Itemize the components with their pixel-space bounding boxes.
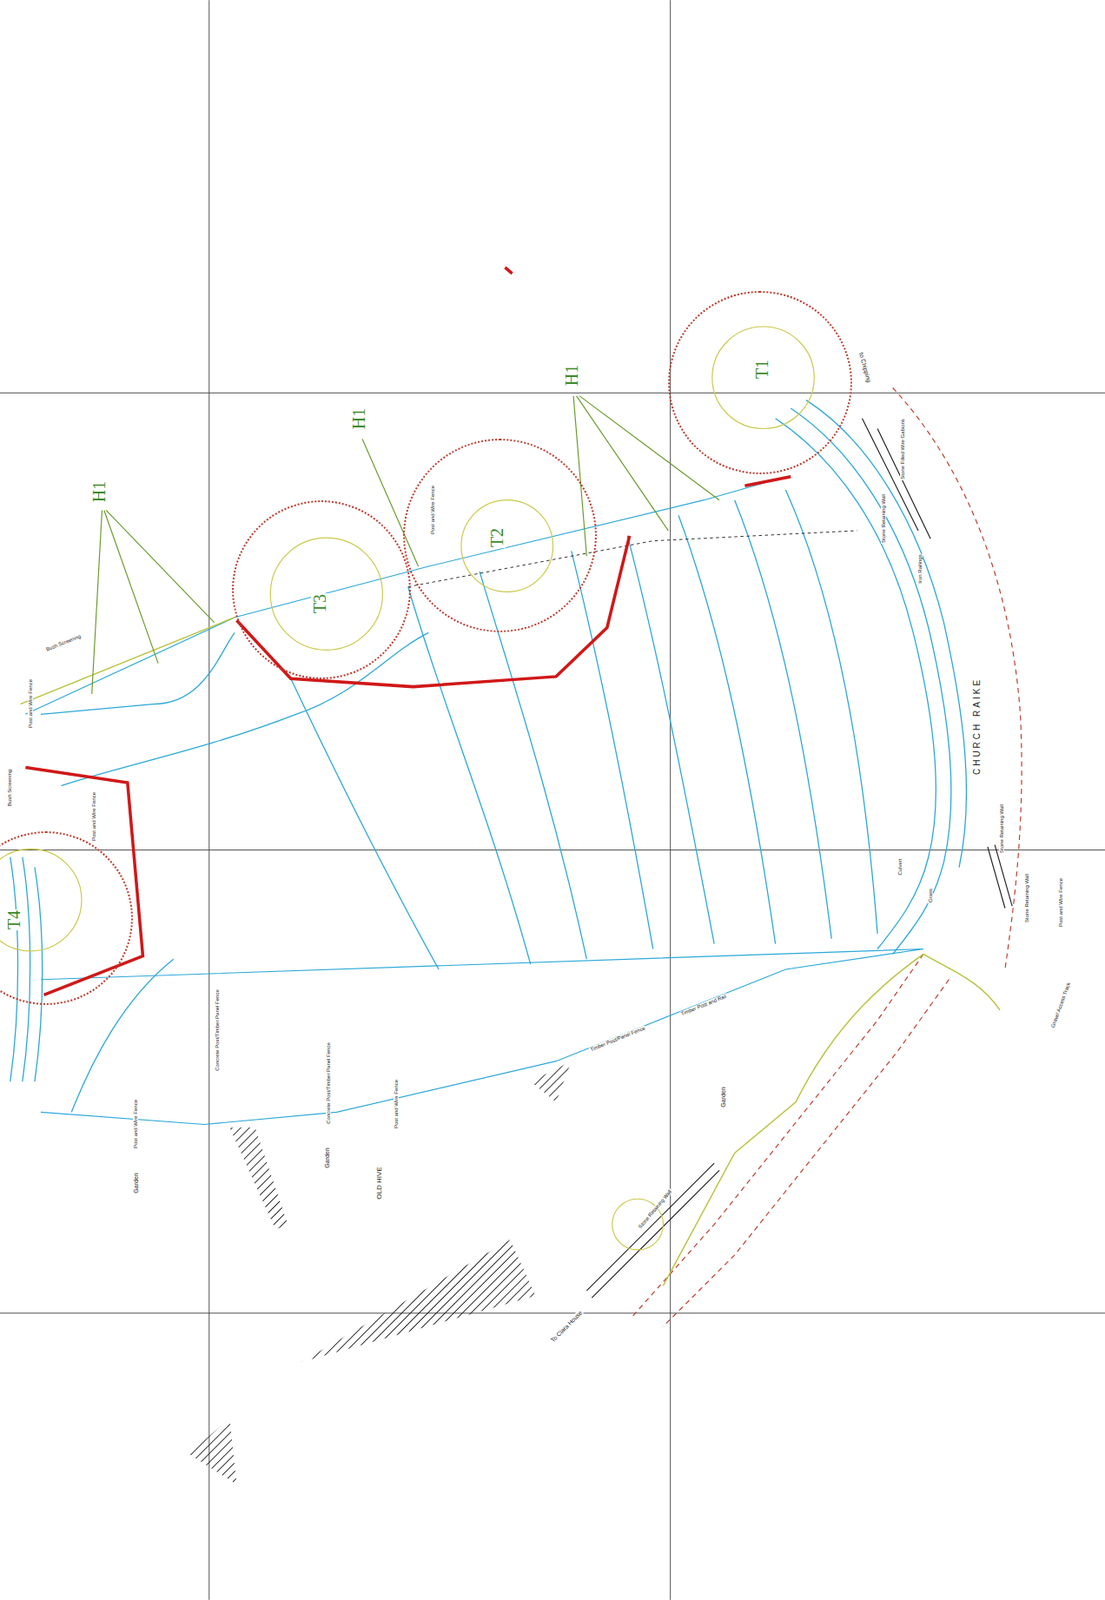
vegetation-edge (19, 617, 1000, 1286)
canopy (270, 537, 383, 650)
map-annotation: Concrete Post/Timber Panel Fence (325, 1042, 331, 1126)
map-annotation: OLD HIVE (376, 1166, 384, 1201)
map-annotation: Post and Wire Fence (393, 1078, 399, 1130)
map-annotation: Concrete Post/Timber Panel Fence (214, 989, 220, 1073)
map-annotation: Bush Screening (44, 633, 82, 653)
fence-lines (25, 479, 924, 1125)
map-annotation: Garden (132, 1172, 139, 1195)
tree-root-zone: T3 (231, 500, 412, 681)
map-annotation: Post and Wire Fence (27, 678, 34, 729)
retaining-walls (586, 418, 1013, 1298)
map-annotation: Garden (719, 1085, 726, 1108)
map-annotation: Timber Post/Panel Fence (588, 1025, 647, 1053)
map-annotation: to Chipping (858, 350, 873, 384)
map-annotation: Stone Retaining Wall (880, 493, 887, 544)
map-annotation: Gravel Access Track (1050, 980, 1072, 1029)
map-annotation: Stone Retaining Wall (636, 1188, 674, 1231)
map-annotation: Garden (323, 1146, 330, 1169)
tree-canopies (0, 326, 814, 1251)
tree-label: T1 (753, 358, 771, 380)
tree-root-zone: T2 (403, 438, 597, 633)
tree-root-zone: T4 (0, 831, 133, 1006)
map-annotation: To Clara House (549, 1309, 584, 1344)
map-annotation: Post and Wire Fence (132, 1098, 139, 1150)
hedge-label: H1 (562, 363, 581, 387)
canopy (461, 500, 554, 593)
boundary-red-lines (25, 267, 791, 995)
road-edges (775, 400, 967, 955)
map-annotation: Post and Wire Fence (91, 791, 97, 842)
map-annotation: Stone Filled Wire Gabions (899, 417, 906, 481)
map-annotation: CHURCH RAIKE (972, 676, 982, 776)
hedge-label: H1 (90, 480, 108, 503)
map-annotation: Timber Post and Rail (679, 992, 728, 1017)
tree-label: T2 (488, 527, 506, 549)
road-boundary (632, 387, 1022, 1327)
tree-label: T4 (5, 909, 23, 931)
leader-lines (92, 396, 720, 695)
tree-label: T3 (310, 593, 329, 615)
map-annotation: Iron Railings (917, 554, 923, 585)
canopy (0, 848, 82, 951)
map-annotation: Bush Screening (6, 768, 13, 808)
map-annotation: Stone Retaining Wall (999, 803, 1005, 854)
map-annotation: Post and Wire Fence (430, 484, 436, 536)
hedge-line (408, 530, 858, 588)
map-annotation: Post and Wire Fence (1058, 877, 1064, 928)
map-annotation: Stone Retaining Wall (1024, 873, 1030, 924)
map-annotation: Grass (927, 887, 933, 904)
canopy (712, 326, 814, 429)
contour-lines (10, 489, 878, 1112)
map-annotation: Culvert (897, 858, 903, 877)
building-hatching (188, 1061, 571, 1485)
tree-root-zone: T1 (668, 291, 852, 475)
hedge-label: H1 (350, 406, 368, 430)
